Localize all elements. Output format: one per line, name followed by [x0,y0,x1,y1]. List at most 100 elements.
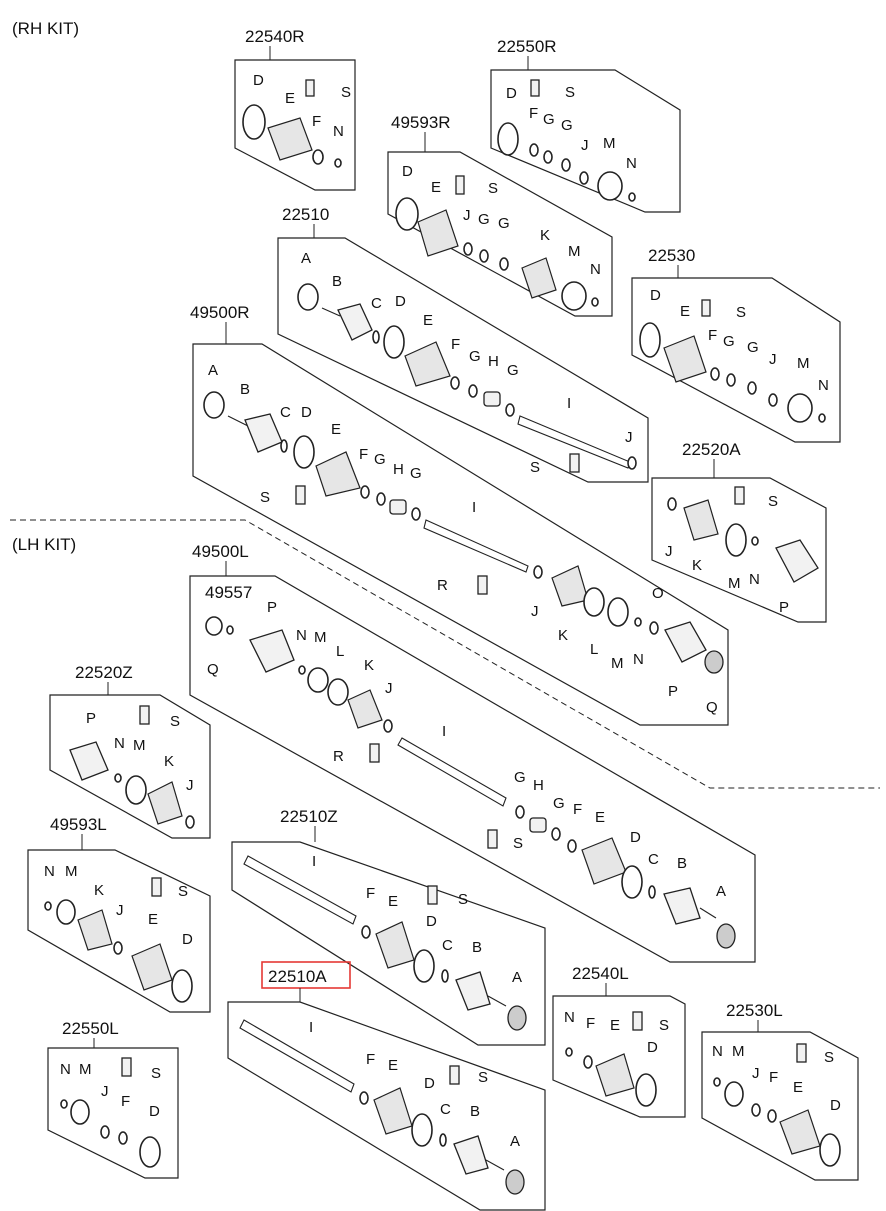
letter-g: G [747,339,759,356]
letter-j: J [101,1083,109,1100]
letter-h: H [393,461,404,478]
letter-j: J [581,137,589,154]
letter-g: G [507,362,519,379]
letter-b: B [677,855,687,872]
letter-d: D [650,287,661,304]
letter-d: D [253,72,264,89]
letter-j: J [752,1065,760,1082]
group-number: 22540R [245,27,305,46]
letter-k: K [94,882,104,899]
letter-d: D [301,404,312,421]
letter-c: C [442,937,453,954]
letter-m: M [611,655,624,672]
letter-i: I [472,499,476,516]
letter-d: D [149,1103,160,1120]
letter-i: I [309,1019,313,1036]
letter-n: N [333,123,344,140]
group-number: 22520A [682,440,741,459]
group-number: 22530L [726,1001,783,1020]
group-number: 49593R [391,113,451,132]
letter-f: F [366,885,375,902]
letter-f: F [529,105,538,122]
group-number: 49500R [190,303,250,322]
letter-n: N [60,1061,71,1078]
letter-s: S [151,1065,161,1082]
letter-f: F [366,1051,375,1068]
letter-j: J [186,777,194,794]
letter-m: M [728,575,741,592]
group-49593L: 49593L N M K J E D S [27,815,211,1013]
group-number: 22550L [62,1019,119,1038]
letter-i: I [312,853,316,870]
letter-s: S [659,1017,669,1034]
group-22530: 22530 D E F G G J M N S [631,246,841,443]
letter-k: K [540,227,550,244]
letter-m: M [797,355,810,372]
group-22510Z: 22510Z I F E D C B A S [231,807,546,1046]
letter-e: E [423,312,433,329]
letter-e: E [388,893,398,910]
letter-i: I [567,395,571,412]
group-number: 22550R [497,37,557,56]
letter-d: D [506,85,517,102]
letter-e: E [331,421,341,438]
kit-divider [10,519,880,789]
group-22510A: 22510A I F E D C B A S [227,961,546,1211]
letter-d: D [830,1097,841,1114]
letter-j: J [769,351,777,368]
letter-q: Q [207,661,219,678]
letter-g: G [478,211,490,228]
letter-m: M [133,737,146,754]
group-22540L: 22540L N F E D S [552,964,686,1118]
letter-g: G [469,348,481,365]
letter-e: E [595,809,605,826]
letter-b: B [332,273,342,290]
letter-i: I [442,723,446,740]
letter-n: N [590,261,601,278]
letter-s: S [260,489,270,506]
group-22520Z: 22520Z P N M K J S [49,663,211,839]
letter-j: J [665,543,673,560]
letter-a: A [716,883,726,900]
letter-a: A [510,1133,520,1150]
letter-c: C [280,404,291,421]
letter-d: D [647,1039,658,1056]
letter-m: M [314,629,327,646]
letter-e: E [610,1017,620,1034]
letter-c: C [440,1101,451,1118]
letter-n: N [44,863,55,880]
letter-s: S [565,84,575,101]
group-number: 22510 [282,205,329,224]
letter-d: D [630,829,641,846]
letter-f: F [573,801,582,818]
letter-e: E [148,911,158,928]
letter-e: E [388,1057,398,1074]
letter-s: S [341,84,351,101]
letter-s: S [513,835,523,852]
group-number: 22510Z [280,807,338,826]
letter-p: P [86,710,96,727]
group-22550L: 22550L N M J F D S [47,1019,179,1179]
group-22510: 22510 A B C D E F G H G I J S [277,205,649,483]
ring-part [334,158,342,168]
letter-a: A [301,250,311,267]
group-number: 22520Z [75,663,133,682]
letter-d: D [426,913,437,930]
grease-tube-part [305,79,315,97]
letter-j: J [385,680,393,697]
group-49593R: 49593R D E J G G K M N S [387,113,613,317]
group-number: 22540L [572,964,629,983]
letter-n: N [296,627,307,644]
letter-b: B [470,1103,480,1120]
boot-part [267,117,313,161]
group-22530L: 22530L N M J F E D S [701,1001,859,1181]
letter-e: E [793,1079,803,1096]
letter-n: N [564,1009,575,1026]
letter-f: F [451,336,460,353]
letter-d: D [395,293,406,310]
clamp-ring-part [242,104,266,140]
letter-s: S [824,1049,834,1066]
letter-o: O [652,585,664,602]
letter-n: N [818,377,829,394]
